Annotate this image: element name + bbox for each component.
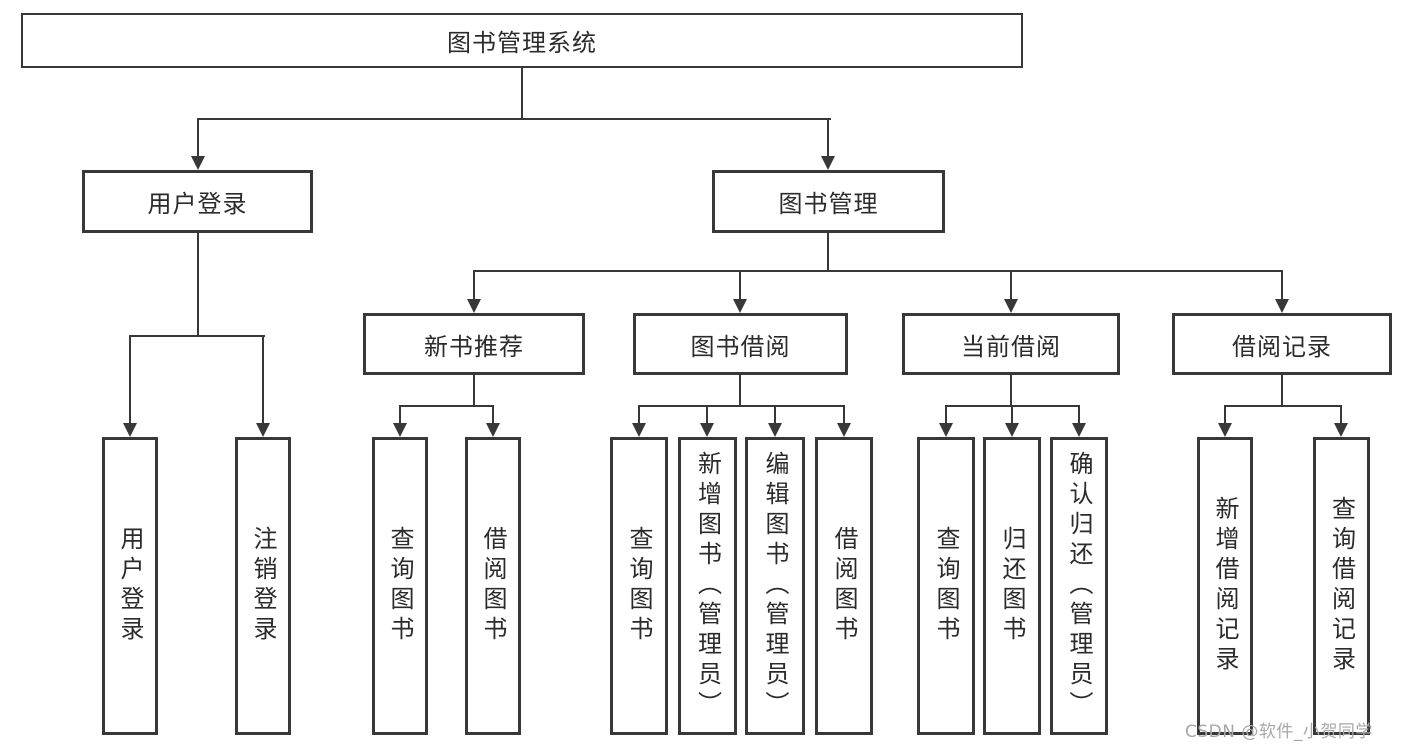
leaf-query-borrow-record: 查询借阅记录 <box>1313 437 1370 735</box>
node-label: 编辑图书（管理员） <box>761 451 789 721</box>
node-label: 注销登录 <box>249 526 277 646</box>
leaf-add-book-admin: 新增图书（管理员） <box>678 437 737 735</box>
arrowhead-down-icon <box>632 423 646 437</box>
connector-line <box>945 407 947 423</box>
node-book-management: 图书管理 <box>712 170 945 233</box>
arrowhead-down-icon <box>256 423 270 437</box>
node-label: 借阅图书 <box>830 526 858 646</box>
arrowhead-down-icon <box>467 299 481 313</box>
connector-line <box>706 407 708 423</box>
leaf-query-books-borrowing: 查询图书 <box>610 437 668 735</box>
node-label: 查询图书 <box>386 526 414 646</box>
connector-line <box>262 337 264 425</box>
connector-line <box>1010 375 1012 405</box>
node-borrowing-records: 借阅记录 <box>1172 313 1392 375</box>
arrowhead-down-icon <box>1072 423 1086 437</box>
connector-line <box>1078 407 1080 423</box>
leaf-borrow-books-recommend: 借阅图书 <box>465 437 521 735</box>
node-library-management-system: 图书管理系统 <box>21 13 1023 68</box>
leaf-add-borrow-record: 新增借阅记录 <box>1197 437 1253 735</box>
leaf-confirm-return-admin: 确认归还（管理员） <box>1050 437 1108 735</box>
node-label: 借阅图书 <box>479 526 507 646</box>
arrowhead-down-icon <box>768 423 782 437</box>
connector-line <box>843 407 845 423</box>
node-current-borrowing: 当前借阅 <box>902 313 1120 375</box>
leaf-edit-book-admin: 编辑图书（管理员） <box>745 437 805 735</box>
node-label: 新书推荐 <box>424 332 524 361</box>
arrowhead-down-icon <box>837 423 851 437</box>
connector-line <box>945 405 1080 407</box>
connector-line <box>1340 407 1342 423</box>
watermark: CSDN @软件_小贺同学 <box>1185 722 1373 742</box>
connector-line <box>774 407 776 423</box>
arrowhead-down-icon <box>1275 299 1289 313</box>
leaf-borrow-books-borrowing: 借阅图书 <box>815 437 873 735</box>
connector-line <box>399 407 401 423</box>
connector-line <box>638 407 640 423</box>
node-label: 图书借阅 <box>690 332 791 361</box>
connector-line <box>399 405 494 407</box>
node-new-book-recommendation: 新书推荐 <box>363 313 585 375</box>
arrowhead-down-icon <box>191 156 205 170</box>
connector-line <box>473 272 475 299</box>
connector-line <box>521 68 523 118</box>
connector-line <box>1224 405 1342 407</box>
connector-line <box>197 233 199 335</box>
connector-line <box>1010 272 1012 299</box>
node-book-borrowing: 图书借阅 <box>633 313 848 375</box>
node-label: 确认归还（管理员） <box>1065 451 1093 721</box>
connector-line <box>1281 272 1283 299</box>
connector-line <box>129 337 131 425</box>
connector-line <box>197 118 831 120</box>
connector-line <box>739 272 741 299</box>
node-label: 查询借阅记录 <box>1327 496 1356 676</box>
arrowhead-down-icon <box>939 423 953 437</box>
connector-line <box>492 407 494 423</box>
node-label: 归还图书 <box>998 526 1026 646</box>
node-label: 用户登录 <box>116 526 144 646</box>
node-user-login: 用户登录 <box>82 170 313 233</box>
connector-line <box>739 375 741 405</box>
connector-line <box>1011 407 1013 423</box>
arrowhead-down-icon <box>700 423 714 437</box>
arrowhead-down-icon <box>1005 423 1019 437</box>
leaf-user-login: 用户登录 <box>102 437 158 735</box>
node-label: 新增图书（管理员） <box>693 451 722 721</box>
node-label: 查询图书 <box>932 526 960 646</box>
arrowhead-down-icon <box>486 423 500 437</box>
connector-line <box>473 375 475 405</box>
connector-line <box>473 270 1283 272</box>
arrowhead-down-icon <box>1004 299 1018 313</box>
node-label: 用户登录 <box>147 190 248 218</box>
arrowhead-down-icon <box>821 156 835 170</box>
node-label: 当前借阅 <box>961 332 1061 361</box>
leaf-return-books: 归还图书 <box>983 437 1041 735</box>
arrowhead-down-icon <box>123 423 137 437</box>
leaf-query-books-current: 查询图书 <box>917 437 975 735</box>
node-label: 借阅记录 <box>1232 332 1332 361</box>
connector-line <box>129 335 265 337</box>
connector-line <box>1281 375 1283 405</box>
node-label: 新增借阅记录 <box>1211 496 1239 676</box>
connector-line <box>827 233 829 270</box>
arrowhead-down-icon <box>1218 423 1232 437</box>
connector-line <box>197 120 199 158</box>
connector-line <box>638 405 845 407</box>
arrowhead-down-icon <box>1334 423 1348 437</box>
connector-line <box>827 120 829 158</box>
leaf-query-books-recommend: 查询图书 <box>372 437 428 735</box>
arrowhead-down-icon <box>733 299 747 313</box>
node-label: 查询图书 <box>625 526 653 646</box>
node-label: 图书管理 <box>778 190 879 218</box>
arrowhead-down-icon <box>393 423 407 437</box>
connector-line <box>1224 407 1226 423</box>
leaf-logout: 注销登录 <box>235 437 291 735</box>
node-label: 图书管理系统 <box>447 29 597 57</box>
